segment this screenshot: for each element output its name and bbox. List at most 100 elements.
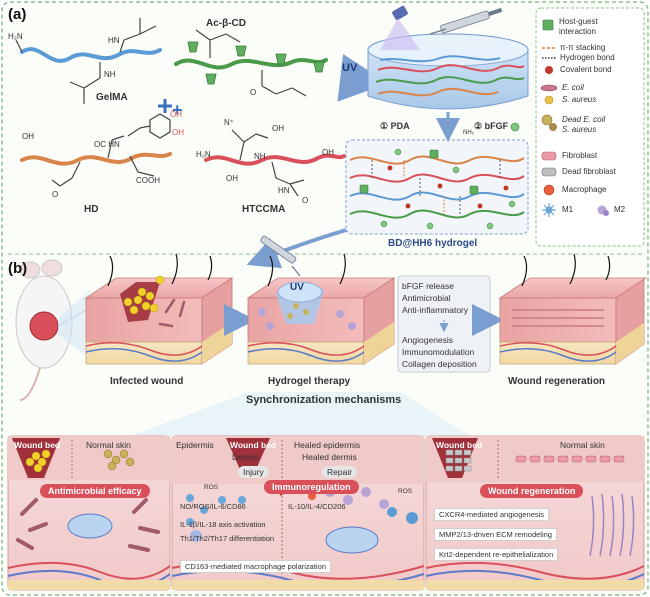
p2-healed-dermis: Healed dermis <box>302 452 357 462</box>
htccma-hn-atom: HN <box>278 186 290 195</box>
legend-hydrogen-bond: Hydrogen bond <box>560 53 615 62</box>
stage-infected-wound: Infected wound <box>110 376 184 387</box>
gelma-label: GelMA <box>96 92 128 103</box>
hydrogel-network-box <box>345 139 529 235</box>
plus-sign: + <box>172 100 183 120</box>
p2-wound-bed: Wound bed <box>230 440 277 450</box>
stage-wound-regeneration: Wound regeneration <box>508 376 606 387</box>
p3-point-2: MMP2/13-driven ECM remodeling <box>434 528 557 541</box>
p2-ros-2: ROS <box>398 488 413 495</box>
legend-host-guest-2: interaction <box>559 27 596 36</box>
synchronization-title: Synchronization mechanisms <box>246 394 402 406</box>
legend-m2: M2 <box>614 205 626 214</box>
gelma-nh-atom: NH <box>104 70 116 79</box>
legend-dead-saureus: S. aureus <box>562 125 597 134</box>
uv-label-a: UV <box>342 62 358 74</box>
hd-structure <box>20 113 172 187</box>
zoom-cone <box>58 290 90 360</box>
p2-point-2: Th1/Th2/Th17 differentiation <box>180 534 275 543</box>
htccma-oh-atom-1: OH <box>272 124 284 133</box>
p2-ros-1: ROS <box>204 484 219 491</box>
ac-beta-cd-structure <box>174 29 328 97</box>
outcome-item: Angiogenesis <box>402 335 454 345</box>
hd-o-atom: O <box>52 190 59 199</box>
o2-bubble-icon <box>406 512 418 524</box>
outcome-item: Collagen deposition <box>402 359 477 369</box>
bfgf-icon <box>510 122 520 132</box>
htccma-h2n-atom: H₂N <box>196 150 211 159</box>
legend-host-guest-1: Host-guest <box>559 17 598 26</box>
stage-hydrogel-therapy: Hydrogel therapy <box>268 376 351 387</box>
p3-point-3: Krt2-dependent re-epithelialization <box>434 548 559 561</box>
legend-box <box>535 7 645 247</box>
hd-cooh-atom: COOH <box>136 176 160 185</box>
outcome-item: Immunomodulation <box>402 347 475 357</box>
legend-pi-pi: π-π stacking <box>560 43 606 52</box>
oh-bubble-icon <box>190 530 202 542</box>
skin-block-regeneration <box>498 253 648 365</box>
p3-normal-skin: Normal skin <box>560 440 605 450</box>
gelma-h2n-atom: H₂N <box>8 32 23 41</box>
effect-item: Anti-inflammatory <box>402 305 469 315</box>
p3-point-1: CXCR4-mediated angiogenesis <box>434 508 550 521</box>
pda-nh2-atom: NH₂ <box>463 130 474 136</box>
legend-dead-fibroblast: Dead fibroblast <box>562 167 616 176</box>
legend-saureus: S. aureus <box>562 95 597 104</box>
htccma-label: HTCCMA <box>242 204 286 215</box>
wound-regeneration-badge: Wound regeneration <box>480 484 584 498</box>
hd-oh-atom-3: OH <box>172 128 184 137</box>
therapy-syringe-icon <box>260 235 301 277</box>
antimicrobial-badge: Antimicrobial efficacy <box>40 484 150 498</box>
m1-icon <box>542 203 556 217</box>
htccma-o-atom: O <box>302 196 309 205</box>
legend-ecoli: E. coil <box>562 83 584 92</box>
p1-wound-bed: Wound bed <box>14 440 61 450</box>
hd-oh-atom-1: OH <box>22 132 34 141</box>
uv-label-b: UV <box>290 282 304 293</box>
legend-fibroblast: Fibroblast <box>562 151 598 160</box>
legend-covalent-bond: Covalent bond <box>560 65 612 74</box>
skin-block-therapy <box>246 253 396 365</box>
gelma-structure <box>15 18 162 104</box>
plus-sign-shape <box>158 99 172 113</box>
htccma-oh-atom-3: OH <box>226 174 238 183</box>
effects-list: bFGF release Antimicrobial Anti-inflamma… <box>402 280 468 316</box>
panel-a-label: (a) <box>8 6 27 23</box>
sync-fan <box>130 392 470 436</box>
ac-cd-o-atom: O <box>250 88 257 97</box>
additive-pda: ① PDA <box>380 121 410 131</box>
immunoregulation-badge: Immunoregulation <box>264 480 359 494</box>
p2-repair-tag: Repair <box>322 466 358 478</box>
uv-lamp-icon <box>380 5 420 50</box>
additive-bfgf: ② bFGF <box>474 121 509 131</box>
htccma-structure <box>204 129 346 197</box>
p3-wound-bed: Wound bed <box>436 440 483 450</box>
p2-m2-markers: IL-10/IL-4/CD206 <box>288 502 346 511</box>
effects-box <box>397 275 491 373</box>
bottom-panel-antimicrobial <box>7 435 171 591</box>
panel-b-label: (b) <box>8 260 28 277</box>
bottom-panel-immunoregulation <box>171 435 425 591</box>
mouse-illustration <box>15 259 73 401</box>
network-to-therapy-arrow <box>246 228 347 269</box>
hd-label: HD <box>84 204 99 215</box>
syringe-icon <box>429 7 503 35</box>
outcomes-list: Angiogenesis Immunomodulation Collagen d… <box>402 334 477 370</box>
p2-point-1: IL-1β/IL-18 axis activation <box>180 520 266 529</box>
hd-oh-atom-2: OH <box>170 110 182 119</box>
p2-healed-epidermis: Healed epidermis <box>294 440 361 450</box>
effect-item: bFGF release <box>402 281 454 291</box>
h2o-bubble-icon <box>387 507 397 517</box>
hd-oc-hn-atom: OC HN <box>94 140 120 149</box>
p2-epidermis: Epidermis <box>176 440 214 450</box>
p2-m1-markers: NO/ROS/IL-6/CD86 <box>180 502 246 511</box>
legend-macrophage: Macrophage <box>562 185 607 194</box>
p2-dermis: Dermis <box>232 452 259 462</box>
htccma-nh-atom: NH <box>254 152 266 161</box>
p2-point-3: CD163-mediated macrophage polarization <box>180 560 331 573</box>
p1-normal-skin: Normal skin <box>86 440 131 450</box>
legend-m1: M1 <box>562 205 574 214</box>
htccma-oh-atom-2: OH <box>322 148 334 157</box>
m2-icon <box>597 205 609 216</box>
